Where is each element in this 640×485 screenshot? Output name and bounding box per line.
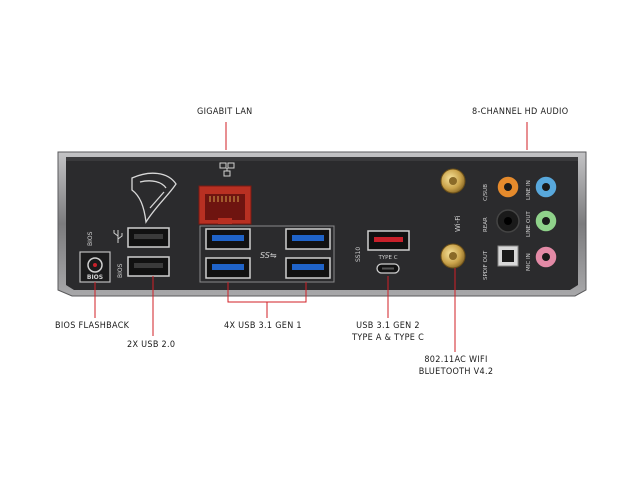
callout-8-channel-hd-audio: 8-CHANNEL HD AUDIO bbox=[472, 107, 569, 117]
audio-jack-rear bbox=[496, 209, 520, 233]
callout-4x-usb-31-gen1: 4X USB 3.1 GEN 1 bbox=[224, 321, 302, 331]
mic-in-label: MIC IN bbox=[526, 253, 532, 271]
usb3-port-4 bbox=[285, 257, 331, 279]
rog-logo bbox=[131, 172, 177, 224]
callout-bios-flashback: BIOS FLASHBACK bbox=[55, 321, 130, 331]
callout-wifi-line2: BLUETOOTH V4.2 bbox=[418, 367, 494, 377]
usb2-port-bottom bbox=[127, 256, 170, 277]
usb2-bios-side-label: BIOS bbox=[117, 263, 124, 278]
spdif-out-label: SPDIF OUT bbox=[483, 250, 489, 280]
spdif-optical-port bbox=[497, 245, 519, 267]
usb3-port-1 bbox=[205, 228, 251, 250]
type-c-label: TYPE C bbox=[377, 255, 397, 261]
ethernet-port bbox=[198, 185, 252, 225]
callout-leader-lines bbox=[94, 122, 528, 352]
usb31-gen2-type-a-port bbox=[367, 230, 410, 251]
wifi-label: Wi-Fi bbox=[454, 215, 462, 232]
bios-vertical-label: BIOS bbox=[87, 231, 94, 246]
callout-usb-31-gen2: USB 3.1 GEN 2 TYPE A & TYPE C bbox=[343, 320, 433, 344]
callout-wifi-line1: 802.11AC WIFI bbox=[424, 355, 488, 365]
audio-jack-csub bbox=[496, 175, 520, 199]
callout-wifi-bluetooth: 802.11AC WIFI BLUETOOTH V4.2 bbox=[410, 354, 502, 378]
audio-jack-mic-in bbox=[534, 245, 558, 269]
wifi-antenna-top bbox=[440, 168, 466, 194]
wifi-antenna-bottom bbox=[440, 243, 466, 269]
rear-label: REAR bbox=[483, 217, 489, 232]
ss10-label: SS10 bbox=[355, 247, 362, 262]
audio-jacks: C/SUB LINE IN REAR LINE OUT SPDIF OUT bbox=[483, 175, 558, 280]
usb2-port-top bbox=[127, 227, 170, 248]
usb3-port-2 bbox=[205, 257, 251, 279]
csub-label: C/SUB bbox=[483, 184, 489, 201]
callout-usb-31-gen2-line1: USB 3.1 GEN 2 bbox=[356, 321, 420, 331]
audio-jack-line-in bbox=[534, 175, 558, 199]
callout-gigabit-lan: GIGABIT LAN bbox=[197, 107, 253, 117]
ss-usb-icon: SS⇋ bbox=[260, 251, 277, 260]
audio-jack-line-out bbox=[534, 209, 558, 233]
bios-button-label: BIOS bbox=[87, 274, 103, 281]
usb-symbol-icon bbox=[113, 230, 123, 243]
callout-usb-31-gen2-line2: TYPE A & TYPE C bbox=[351, 333, 425, 343]
usb31-gen1-group: SS⇋ bbox=[199, 225, 335, 283]
usb31-gen2-type-c-port bbox=[376, 263, 400, 274]
line-in-label: LINE IN bbox=[526, 180, 532, 200]
line-out-label: LINE OUT bbox=[526, 211, 532, 237]
lan-icon bbox=[219, 162, 235, 177]
usb3-port-3 bbox=[285, 228, 331, 250]
bios-flashback-button bbox=[79, 251, 111, 283]
callout-2x-usb-2: 2X USB 2.0 bbox=[127, 340, 176, 350]
